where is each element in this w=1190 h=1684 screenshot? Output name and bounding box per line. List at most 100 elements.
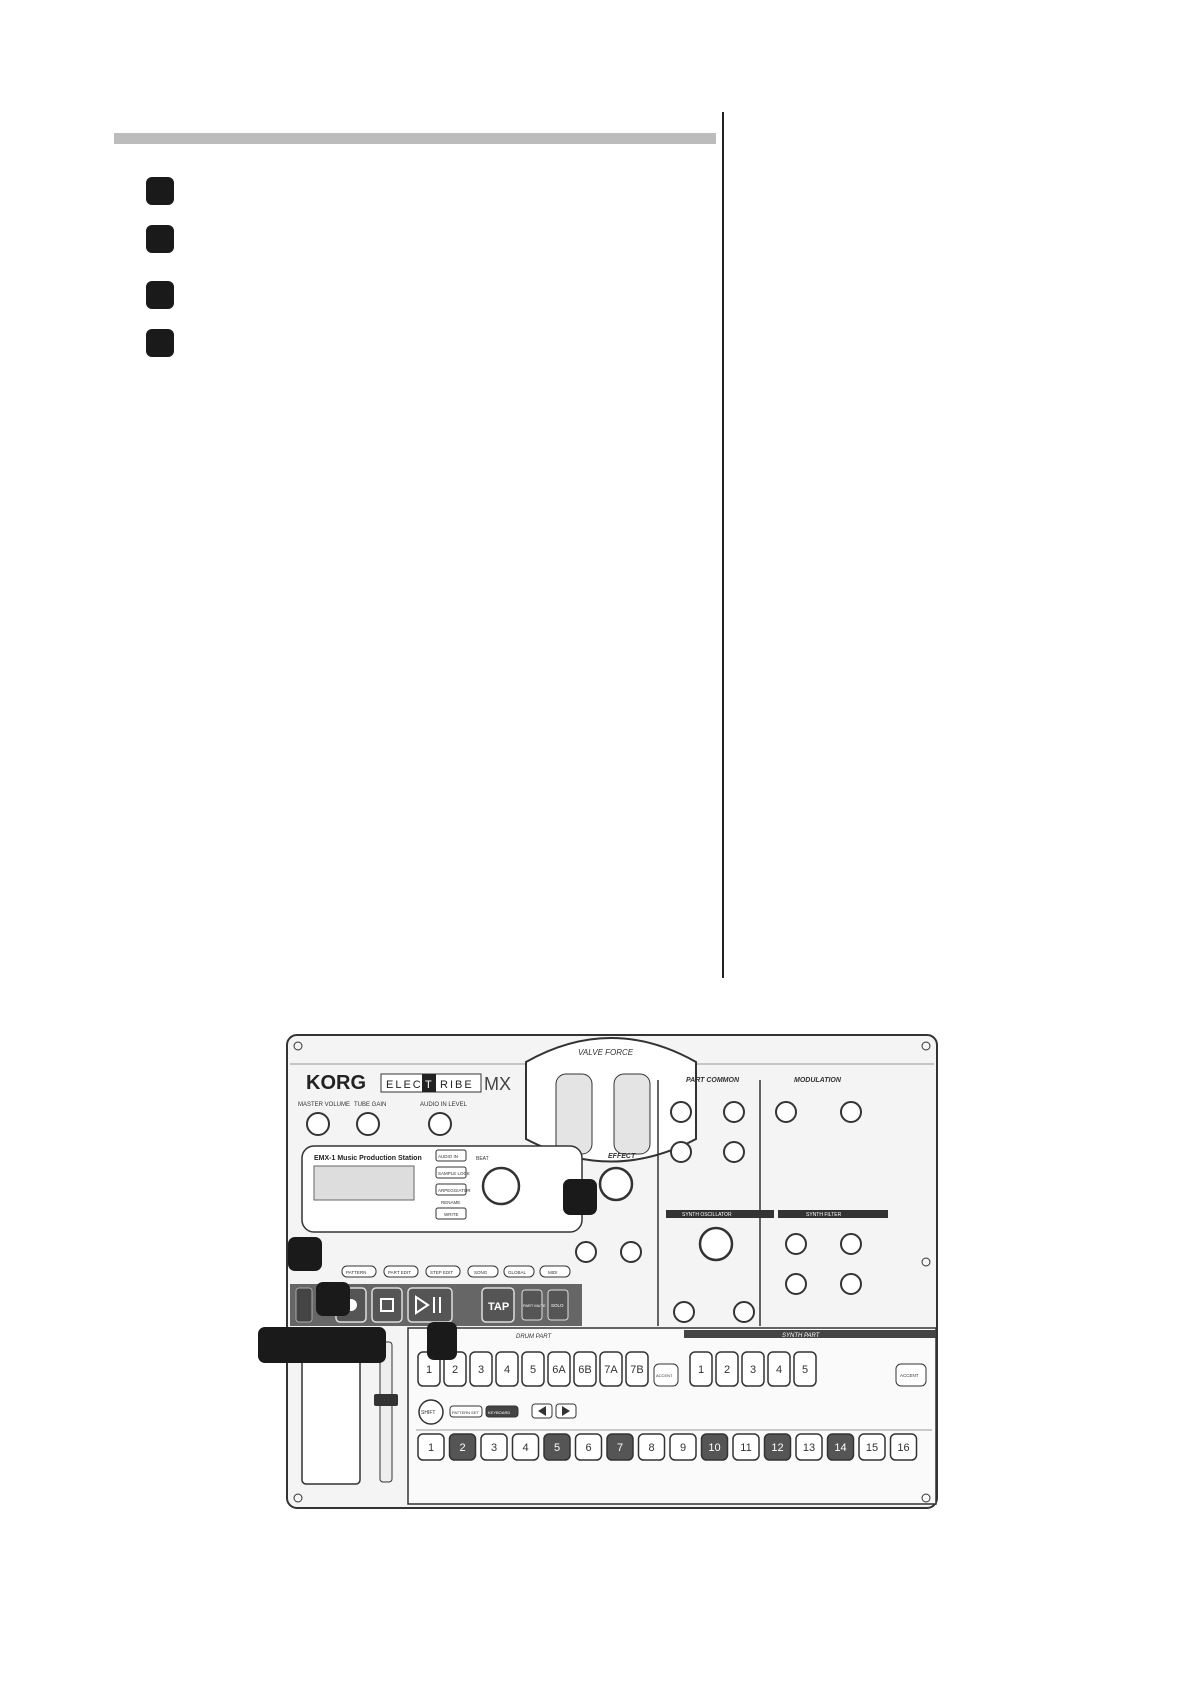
- synth-part-title: SYNTH PART: [782, 1333, 821, 1339]
- knob-label-master-volume: MASTER VOLUME: [298, 1102, 350, 1108]
- write-button[interactable]: WRITE: [444, 1212, 459, 1217]
- shift-button[interactable]: [418, 1399, 444, 1425]
- brand-logo: KORG: [306, 1072, 366, 1094]
- sample-lock-button[interactable]: SAMPLE LOCK: [438, 1171, 470, 1176]
- synth-oscillator-bar: [666, 1210, 774, 1218]
- step-key-8[interactable]: [637, 1433, 666, 1461]
- stop-button[interactable]: [371, 1287, 403, 1323]
- song-mode-button[interactable]: SONG: [474, 1270, 488, 1275]
- synth-key-5[interactable]: [793, 1351, 817, 1387]
- step-key-2[interactable]: [448, 1433, 477, 1461]
- midi-mode-button[interactable]: MIDI: [548, 1270, 558, 1275]
- drum-key-7-label: 6B: [578, 1364, 591, 1376]
- synth-key-2[interactable]: [715, 1351, 739, 1387]
- value-dial[interactable]: [481, 1166, 521, 1206]
- part-edit-mode-button[interactable]: PART EDIT: [388, 1270, 411, 1275]
- step-edit-mode-button[interactable]: STEP EDIT: [430, 1270, 453, 1275]
- step-key-5[interactable]: [543, 1433, 571, 1461]
- step-key-11[interactable]: [732, 1433, 760, 1461]
- drum-key-8[interactable]: [599, 1351, 623, 1387]
- synth-key-1[interactable]: [689, 1351, 713, 1387]
- play-pause-button[interactable]: [407, 1287, 453, 1323]
- synth-accent-button[interactable]: ACCENT: [900, 1373, 919, 1378]
- arpeggiator-button[interactable]: ARPEGGIATOR: [438, 1188, 471, 1193]
- tube-gain-knob[interactable]: [356, 1112, 380, 1136]
- drum-part-title: DRUM PART: [516, 1334, 552, 1340]
- drum-key-5-label: 5: [530, 1364, 536, 1376]
- synth-filter-bar: [778, 1210, 888, 1218]
- fx-edit-2-knob[interactable]: [620, 1241, 642, 1263]
- synth-key-3[interactable]: [741, 1351, 765, 1387]
- step-key-7[interactable]: [606, 1433, 634, 1461]
- pattern-mode-button[interactable]: PATTERN: [346, 1270, 366, 1275]
- keyboard-button[interactable]: KEYBOARD: [488, 1410, 510, 1415]
- drum-key-7[interactable]: [573, 1351, 597, 1387]
- right-arrow-icon: [562, 1406, 570, 1416]
- lcd-screen: [313, 1165, 415, 1201]
- synth-filter-title: SYNTH FILTER: [806, 1212, 842, 1218]
- step-key-3[interactable]: [480, 1433, 508, 1461]
- drum-key-4-label: 4: [504, 1364, 510, 1376]
- synth-key-4-label: 4: [776, 1364, 782, 1376]
- step-key-4[interactable]: [511, 1433, 540, 1461]
- step-key-3-label: 3: [491, 1442, 497, 1454]
- fx-edit-1-knob[interactable]: [575, 1241, 597, 1263]
- part-common-title: PART COMMON: [686, 1077, 740, 1084]
- global-mode-button[interactable]: GLOBAL: [508, 1270, 527, 1275]
- step-key-5-label: 5: [554, 1442, 560, 1454]
- pattern-set-button[interactable]: PATTERN SET: [452, 1410, 480, 1415]
- step-key-14[interactable]: [826, 1433, 855, 1461]
- drum-key-3-label: 3: [478, 1364, 484, 1376]
- master-volume-knob[interactable]: [306, 1112, 330, 1136]
- step-key-11-label: 11: [740, 1442, 751, 1454]
- synth-key-3-label: 3: [750, 1364, 756, 1376]
- osc-type-dial[interactable]: [698, 1226, 734, 1262]
- drum-key-9[interactable]: [625, 1351, 649, 1387]
- knob-label-audio-in-level: AUDIO IN LEVEL: [420, 1102, 468, 1108]
- step-key-1-label: 1: [428, 1442, 434, 1454]
- electribe-panel: VALVE FORCE KORG ELEC T RIBE MX MASTER V…: [286, 1034, 938, 1509]
- drum-key-4[interactable]: [495, 1351, 519, 1387]
- synth-key-2-label: 2: [724, 1364, 730, 1376]
- drum-key-6-label: 6A: [552, 1364, 566, 1376]
- step-key-15[interactable]: [858, 1433, 886, 1461]
- play-icon: [415, 1295, 430, 1315]
- drum-accent-button[interactable]: ACCENT: [656, 1373, 673, 1378]
- effect-title: EFFECT: [608, 1153, 636, 1160]
- step-key-2-label: 2: [459, 1442, 465, 1454]
- step-key-12[interactable]: [763, 1433, 792, 1461]
- model-suffix: RIBE: [440, 1079, 474, 1091]
- solo-button[interactable]: SOLO: [551, 1303, 564, 1308]
- step-key-9[interactable]: [669, 1433, 697, 1461]
- step-marker-2: [146, 225, 174, 253]
- step-key-15-label: 15: [866, 1442, 878, 1454]
- part-mute-button[interactable]: PART MUTE: [523, 1303, 546, 1308]
- step-key-16[interactable]: [889, 1433, 918, 1461]
- audio-in-level-knob[interactable]: [428, 1112, 452, 1136]
- model-prefix: ELEC: [386, 1079, 423, 1091]
- drum-key-8-label: 7A: [604, 1364, 618, 1376]
- audio-in-button[interactable]: AUDIO IN: [438, 1154, 458, 1159]
- synth-key-4[interactable]: [767, 1351, 791, 1387]
- model-mid: T: [425, 1079, 432, 1091]
- step-key-7-label: 7: [617, 1442, 623, 1454]
- step-marker-3: [146, 281, 174, 309]
- beat-label: BEAT: [476, 1156, 489, 1162]
- step-key-10[interactable]: [700, 1433, 729, 1461]
- drum-key-5[interactable]: [521, 1351, 545, 1387]
- device-illustration: VALVE FORCE KORG ELEC T RIBE MX MASTER V…: [286, 1034, 938, 1509]
- fader-handle[interactable]: [374, 1394, 398, 1406]
- step-key-1[interactable]: [417, 1433, 445, 1461]
- callout-marker-dial: [563, 1179, 597, 1215]
- step-key-6[interactable]: [574, 1433, 603, 1461]
- callout-marker-cursor: [288, 1237, 322, 1271]
- effect-type-dial[interactable]: [598, 1166, 634, 1202]
- drum-key-3[interactable]: [469, 1351, 493, 1387]
- step-key-13[interactable]: [795, 1433, 823, 1461]
- callout-label-transport: [258, 1327, 386, 1363]
- drum-key-6[interactable]: [547, 1351, 571, 1387]
- synth-oscillator-title: SYNTH OSCILLATOR: [682, 1212, 732, 1218]
- tap-button[interactable]: TAP: [488, 1301, 509, 1313]
